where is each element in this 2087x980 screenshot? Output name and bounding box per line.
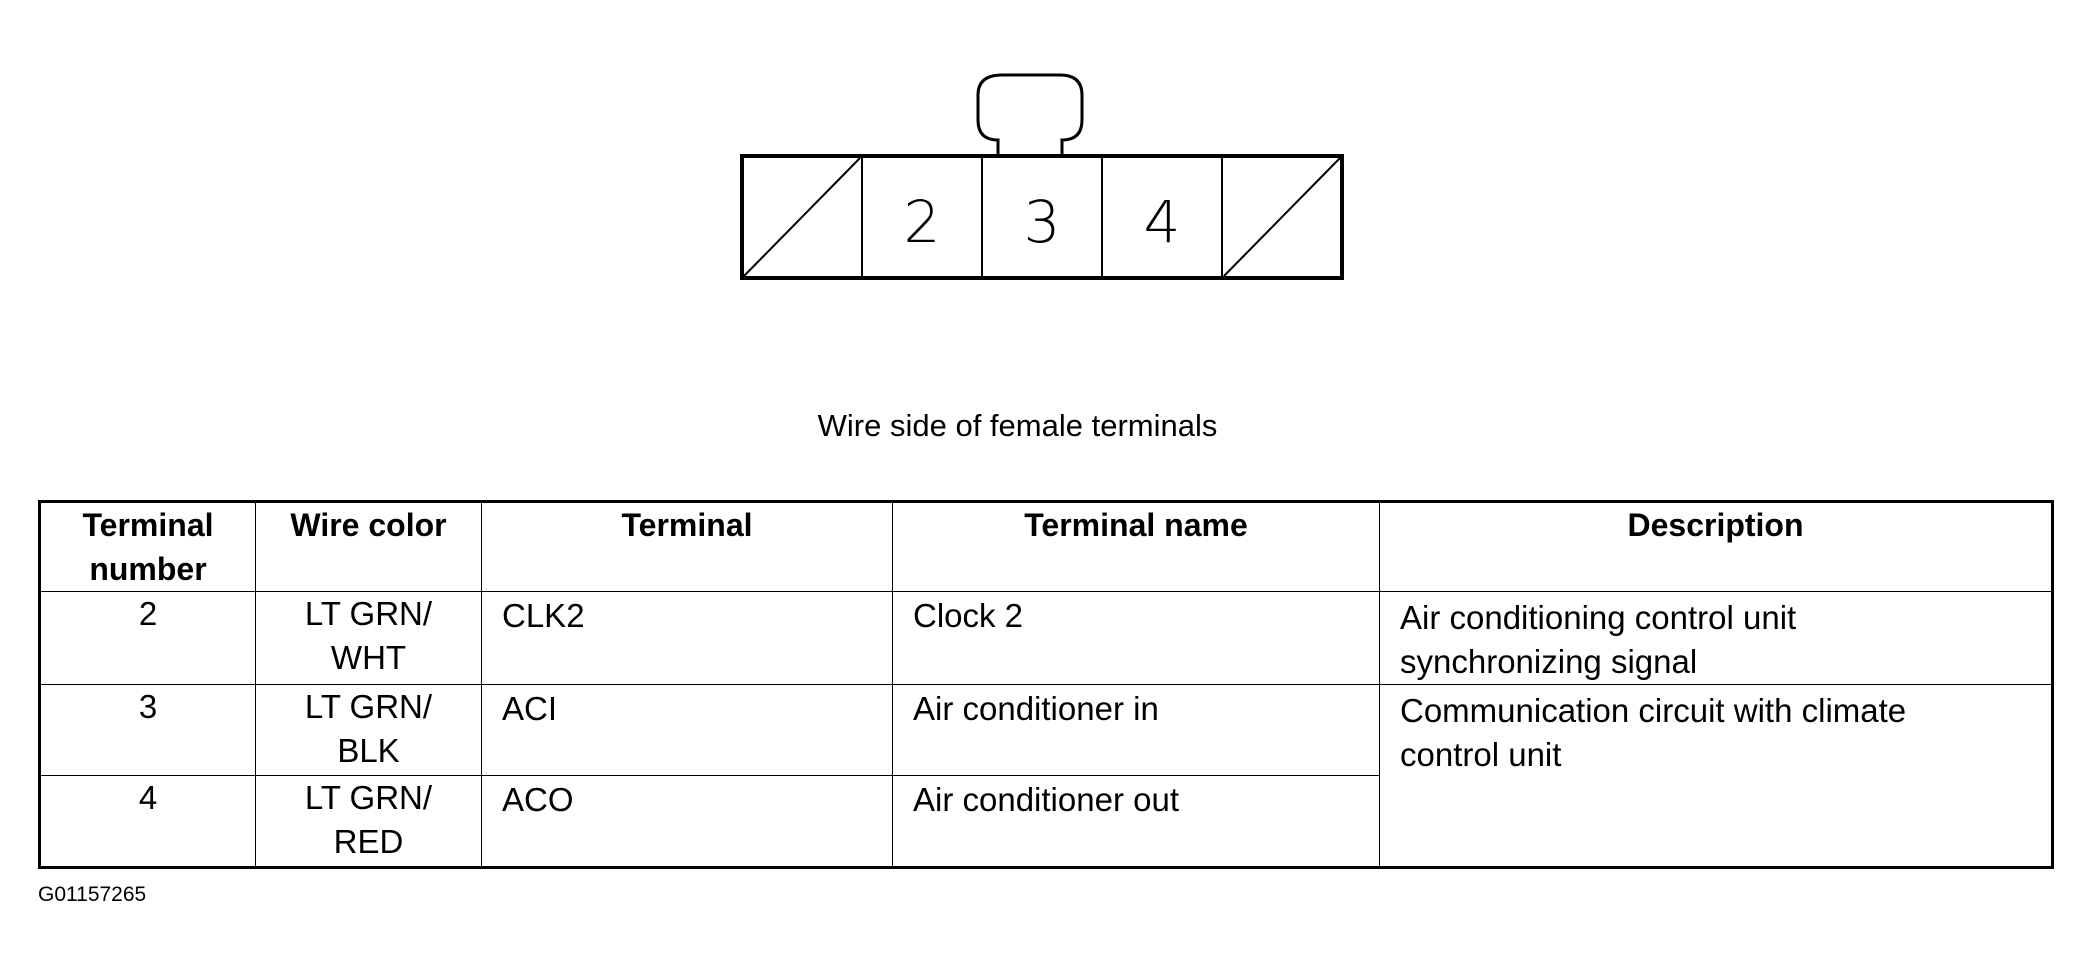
figure-id: G01157265 <box>38 883 147 906</box>
cell-terminal-number: 2 <box>39 591 256 685</box>
header-terminal-number: Terminal number <box>39 501 256 592</box>
cell-terminal-name: Air conditioner in <box>892 684 1380 776</box>
cell-terminal-name: Clock 2 <box>892 591 1380 685</box>
cell-terminal-number: 3 <box>39 684 256 776</box>
diagram-caption: Wire side of female terminals <box>817 408 1218 443</box>
cell-terminal-name: Air conditioner out <box>892 775 1380 868</box>
cell-wire-color: LT GRN/ BLK <box>255 684 482 776</box>
table-row: 2 LT GRN/ WHT CLK2 Clock 2 Air condition… <box>39 591 2053 685</box>
terminal-table: Terminal number Wire color Terminal Term… <box>38 500 2054 869</box>
table-row: 3 LT GRN/ BLK ACI Air conditioner in Com… <box>39 684 2053 868</box>
cell-terminal: ACI <box>481 684 893 776</box>
table-row: 4 LT GRN/ RED ACO Air conditioner out <box>39 775 2053 868</box>
empty-cavity-slash <box>743 157 861 277</box>
pin-number-2: 2 <box>904 188 941 256</box>
connector-locking-tab <box>976 73 1084 158</box>
header-terminal: Terminal <box>481 501 893 592</box>
cell-terminal: ACO <box>481 775 893 868</box>
pin-number-4: 4 <box>1144 188 1181 256</box>
cell-description: Air conditioning control unit synchroniz… <box>1379 591 2053 685</box>
header-terminal-name: Terminal name <box>892 501 1380 592</box>
cell-description: Communication circuit with climate contr… <box>1379 684 2053 868</box>
connector-diagram: 2 3 4 <box>740 73 1344 280</box>
cell-wire-color: LT GRN/ WHT <box>255 591 482 685</box>
empty-cavity-slash <box>1223 157 1341 277</box>
cell-wire-color: LT GRN/ RED <box>255 775 482 868</box>
cell-terminal: CLK2 <box>481 591 893 685</box>
header-description: Description <box>1379 501 2053 592</box>
cell-terminal-number: 4 <box>39 775 256 868</box>
table-header-row: Terminal number Wire color Terminal Term… <box>39 501 2053 592</box>
header-wire-color: Wire color <box>255 501 482 592</box>
pin-number-3: 3 <box>1024 188 1061 256</box>
